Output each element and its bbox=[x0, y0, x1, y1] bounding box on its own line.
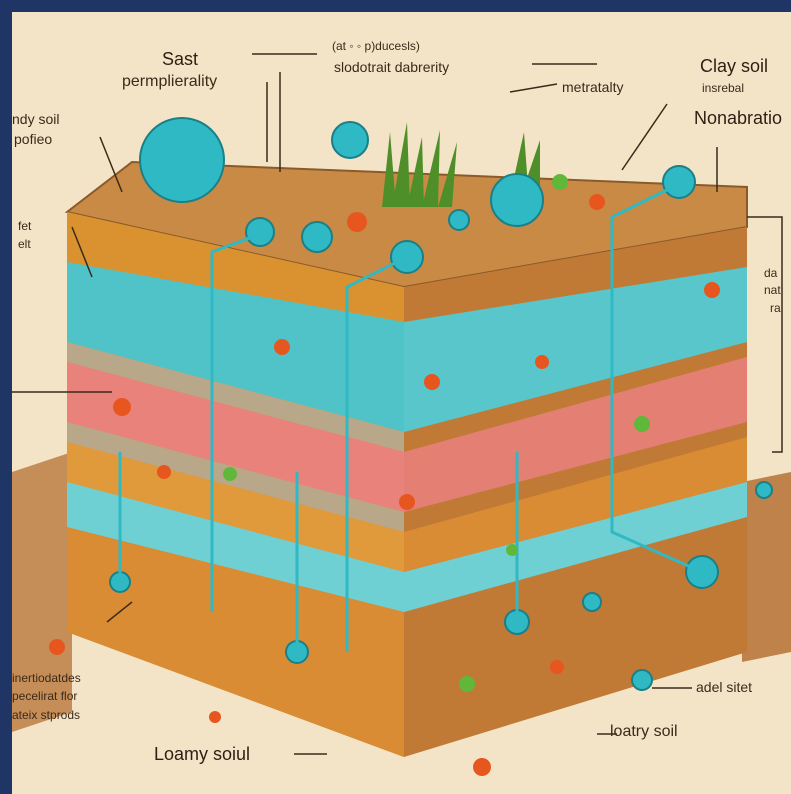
label-adel-sitet: adel sitet bbox=[696, 680, 752, 695]
label-loamy-soil: Loamy soiul bbox=[154, 745, 250, 764]
label-clay-soil: Clay soil bbox=[700, 57, 768, 76]
label-metratalty: metratalty bbox=[562, 80, 623, 95]
label-right-ra: ra bbox=[770, 302, 781, 315]
soil-block-illustration bbox=[12, 12, 791, 794]
label-slodotrait: slodotrait dabrerity bbox=[334, 60, 449, 75]
label-permeability: permplierality bbox=[122, 74, 217, 91]
label-interstitial-3: ateix stprods bbox=[12, 709, 80, 722]
label-right-da: da bbox=[764, 267, 777, 280]
label-small-note: (at ◦ ◦ p)ducesls) bbox=[332, 40, 420, 53]
label-right-na: nat bbox=[764, 284, 781, 297]
label-fet: fet bbox=[18, 220, 31, 233]
label-sast: Sast bbox=[162, 50, 198, 69]
label-nonabration: Nonabratio bbox=[694, 109, 782, 128]
label-silt: elt bbox=[18, 238, 31, 251]
label-sandy-soil: ndy soil bbox=[12, 112, 59, 127]
label-loatry-soil: loatry soil bbox=[610, 724, 678, 741]
ground-right-slab bbox=[742, 472, 791, 662]
label-sandy-sub: pofieo bbox=[14, 132, 52, 147]
label-insrebal: insrebal bbox=[702, 82, 744, 95]
label-interstitial-2: pecelirat flor bbox=[12, 690, 77, 703]
diagram-canvas: Sast permplierality (at ◦ ◦ p)ducesls) s… bbox=[12, 12, 791, 794]
label-interstitial-1: inertiodatdes bbox=[12, 672, 81, 685]
